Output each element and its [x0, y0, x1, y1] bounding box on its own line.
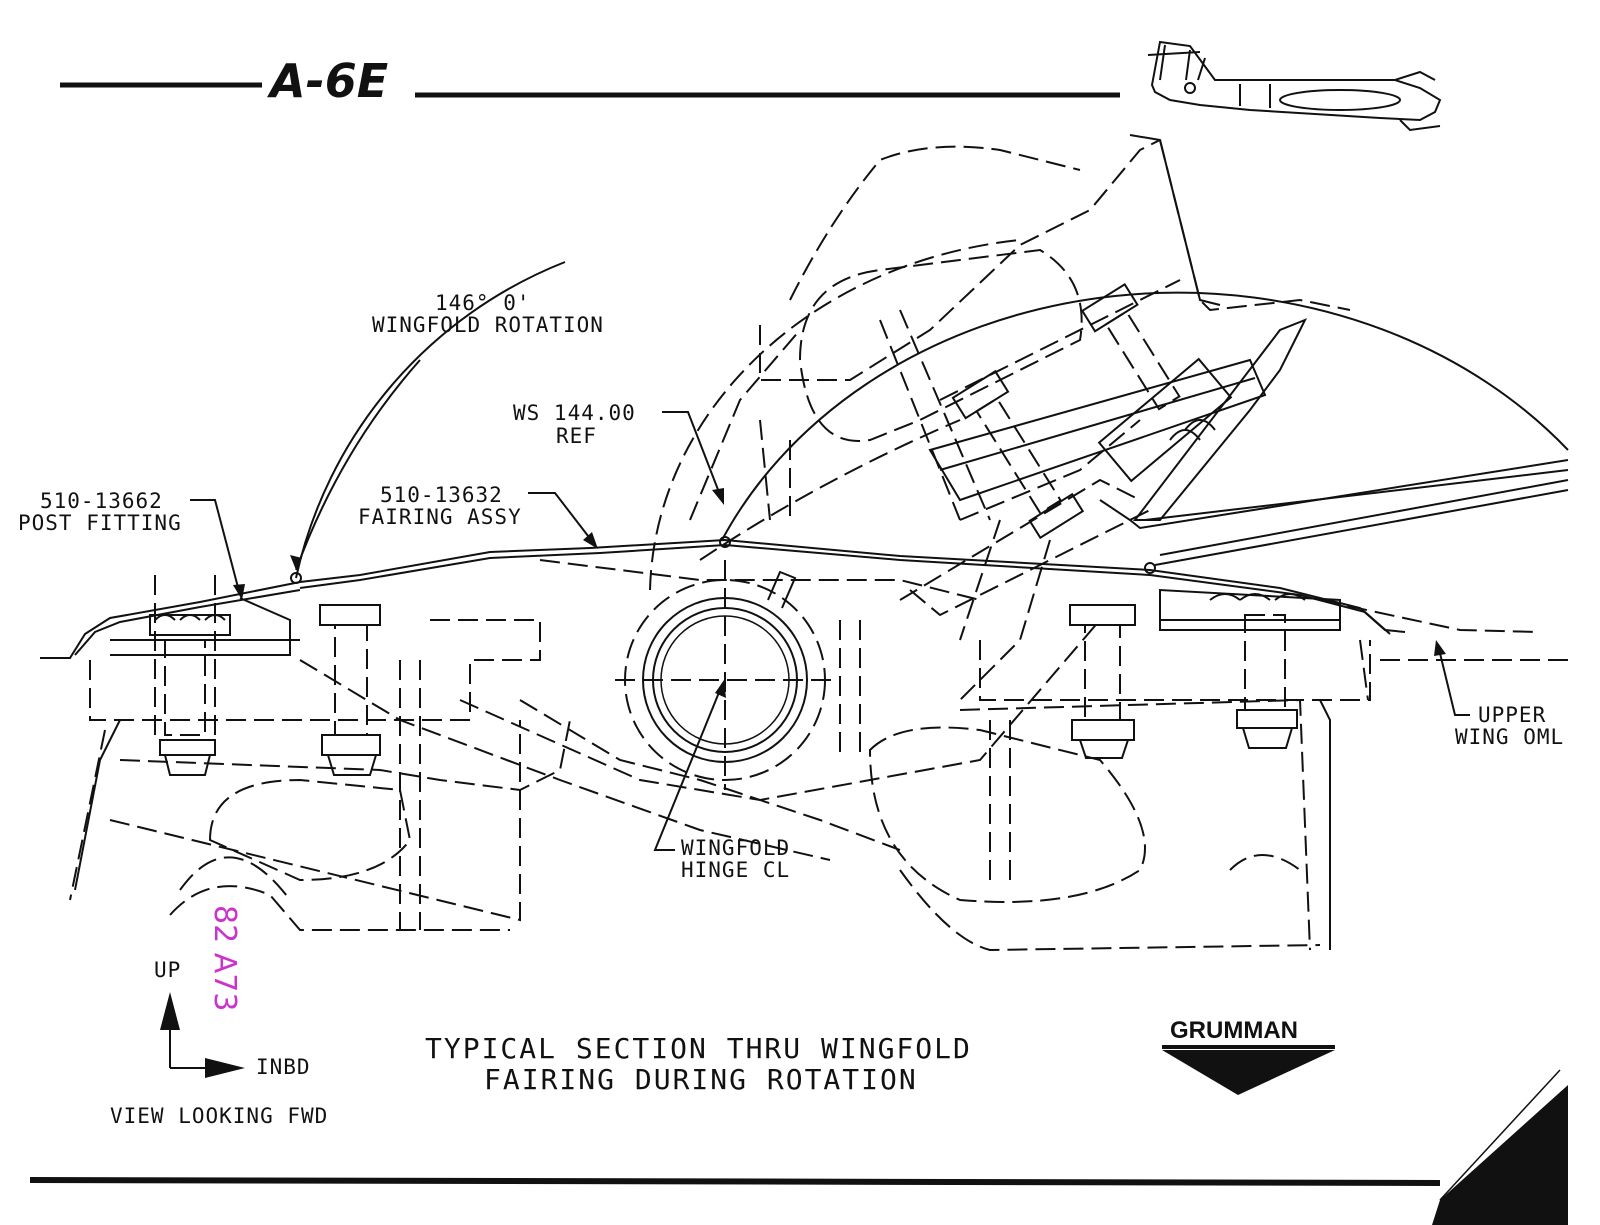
grumman-logo-icon: GRUMMAN	[1162, 1017, 1335, 1095]
hinge-pivot-left	[290, 572, 302, 584]
callout-upper-wing-oml: UPPER WING OML	[1434, 640, 1564, 749]
left-fitting	[149, 575, 381, 776]
ws-ref-station-label: WS 144.00	[513, 401, 636, 425]
callout-rotation: 146° 0' WINGFOLD ROTATION	[290, 291, 604, 571]
wing-oml-label: WING OML	[1455, 725, 1564, 749]
caption-line-2: FAIRING DURING ROTATION	[484, 1063, 918, 1096]
hinge-cl-label: HINGE CL	[681, 858, 790, 882]
hinge-name-label: WINGFOLD	[681, 836, 790, 860]
hinge-pivot-center	[719, 536, 731, 548]
brand-name: GRUMMAN	[1170, 1017, 1298, 1044]
outer-wing-skin-rotated	[1099, 459, 1569, 530]
callout-post-fitting: 510-13662 POST FITTING	[18, 489, 245, 600]
drawing-caption: TYPICAL SECTION THRU WINGFOLD FAIRING DU…	[425, 1032, 972, 1096]
hinge-pivot-right	[1144, 562, 1156, 574]
orientation-arrows-icon: UP INBD	[154, 958, 311, 1079]
ws-ref-ref-label: REF	[556, 424, 597, 448]
up-label: UP	[154, 958, 181, 982]
aircraft-silhouette-icon	[1147, 40, 1442, 132]
post-fitting-number-label: 510-13662	[40, 489, 163, 513]
hinge-bushing	[615, 560, 840, 790]
right-fitting	[1069, 593, 1306, 759]
aircraft-designation: A-6E	[267, 54, 388, 108]
callout-ws-ref: WS 144.00 REF	[513, 401, 724, 505]
caption-line-1: TYPICAL SECTION THRU WINGFOLD	[425, 1032, 972, 1065]
inbd-label: INBD	[256, 1055, 311, 1079]
inspection-stamp: 82 A73	[207, 905, 242, 1011]
rotated-wing-panel	[689, 134, 1351, 701]
callout-fairing-assy: 510-13632 FAIRING ASSY	[358, 483, 598, 549]
rotation-arc-upper	[721, 291, 1569, 541]
title-block: A-6E	[60, 54, 1120, 108]
fairing-section-drawing	[40, 134, 1569, 952]
fairing-assy-number-label: 510-13632	[380, 483, 503, 507]
upper-wing-label: UPPER	[1478, 703, 1546, 727]
view-direction-label: VIEW LOOKING FWD	[110, 1104, 328, 1128]
fairing-assy-name-label: FAIRING ASSY	[358, 505, 522, 529]
page-curl-corner	[1432, 1085, 1568, 1225]
rotation-arc-dashed	[649, 239, 1021, 591]
left-rib	[69, 619, 571, 931]
bottom-border	[29, 1177, 1441, 1186]
post-fitting-name-label: POST FITTING	[18, 511, 182, 535]
callout-hinge: WINGFOLD HINGE CL	[653, 680, 790, 882]
rotation-arc-inner	[295, 261, 566, 579]
rotation-angle-label: 146° 0'	[435, 291, 531, 315]
right-rib	[839, 620, 1371, 952]
rotation-text-label: WINGFOLD ROTATION	[372, 313, 604, 337]
